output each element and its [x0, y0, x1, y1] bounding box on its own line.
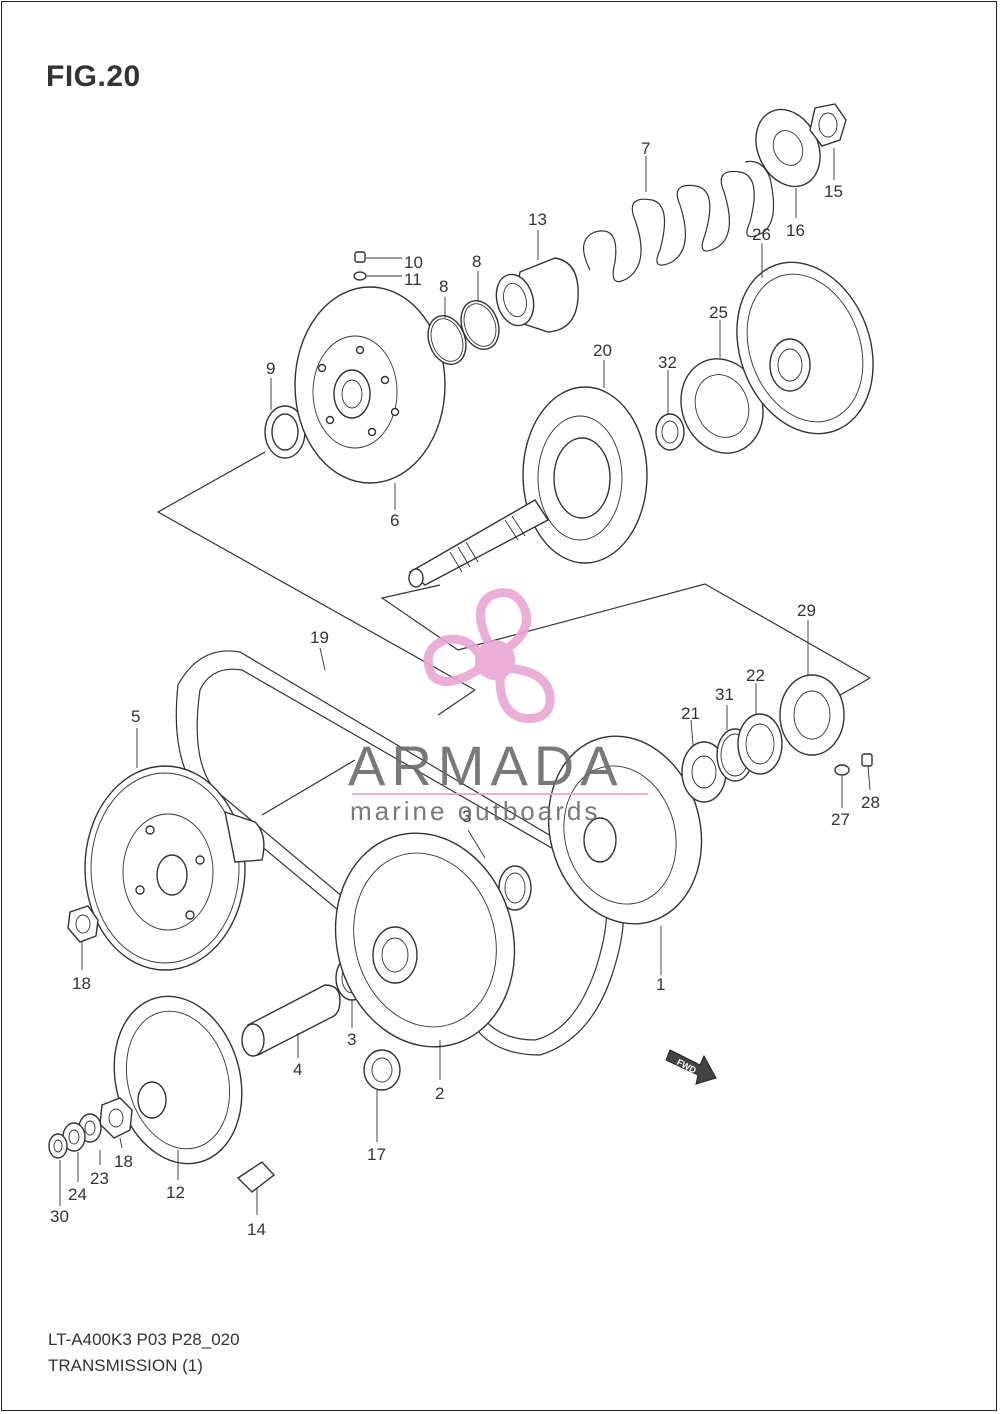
- part-guide-sleeve-13: [495, 257, 579, 333]
- callout-13: 13: [528, 210, 547, 229]
- callout-29: 29: [797, 601, 816, 620]
- part-bushing-32: [655, 413, 685, 451]
- part-fixed-driven-face-1: [547, 735, 703, 925]
- watermark-brand: ARMADA: [348, 734, 624, 797]
- part-nut-15: [809, 103, 847, 147]
- part-sleeve-4: [241, 984, 341, 1057]
- callout-17: 17: [367, 1145, 386, 1164]
- part-clutch-shoe-26: [736, 261, 874, 435]
- callout-16: 16: [786, 221, 805, 240]
- watermark-tagline: marine outboards: [350, 796, 600, 826]
- callout-4: 4: [293, 1060, 302, 1079]
- callout-23: 23: [90, 1169, 109, 1188]
- part-movable-driven-face-2: [334, 832, 516, 1048]
- callout-30: 30: [50, 1207, 69, 1226]
- callout-10: 10: [404, 253, 423, 272]
- part-one-way-clutch-25: [680, 358, 764, 454]
- figure-title: FIG.20: [46, 60, 141, 93]
- part-nut-18a: [67, 905, 99, 943]
- part-slide-piece-14: [236, 1161, 276, 1193]
- fwd-arrow-icon: FWD: [665, 1049, 717, 1085]
- leader-lines: [59, 148, 871, 1215]
- propeller-logo-icon: [423, 588, 555, 724]
- part-bolt-10: [354, 251, 402, 263]
- part-nut-30: [48, 1133, 68, 1159]
- callout-21: 21: [681, 704, 700, 723]
- part-bolt-28: [861, 753, 873, 767]
- callout-8a: 8: [439, 277, 448, 296]
- part-washer-27: [834, 764, 850, 776]
- callout-11: 11: [404, 270, 422, 289]
- armada-watermark: ARMADA marine outboards: [348, 588, 648, 826]
- callout-15: 15: [824, 182, 843, 201]
- callout-9: 9: [266, 359, 275, 378]
- callout-2: 2: [435, 1084, 444, 1103]
- callout-3b: 3: [347, 1030, 356, 1049]
- callout-3a: 3: [462, 807, 471, 826]
- callout-31: 31: [715, 685, 734, 704]
- drawing-code: LT-A400K3 P03 P28_020: [48, 1330, 240, 1349]
- part-washer-11: [353, 271, 402, 281]
- callout-1: 1: [656, 975, 665, 994]
- part-bearing-17: [363, 1049, 401, 1091]
- part-spring-7: [583, 160, 775, 283]
- callout-6: 6: [390, 511, 399, 530]
- assembly-guide-lines: [156, 451, 871, 816]
- callout-19: 19: [310, 628, 329, 647]
- callout-32: 32: [658, 353, 677, 372]
- part-movable-drive-face-5: [84, 765, 265, 971]
- part-oil-seal-3a: [498, 865, 532, 911]
- part-clutch-housing-20: [408, 386, 648, 588]
- callout-5: 5: [131, 707, 140, 726]
- callout-28: 28: [861, 793, 880, 812]
- callout-27: 27: [831, 810, 850, 829]
- callout-24: 24: [68, 1185, 87, 1204]
- part-oil-seal-22: [737, 713, 783, 775]
- callout-26: 26: [752, 225, 771, 244]
- callout-14: 14: [247, 1220, 266, 1239]
- part-o-ring-8b: [460, 300, 500, 350]
- callout-12: 12: [166, 1183, 185, 1202]
- callout-20: 20: [593, 341, 612, 360]
- drawing-subtitle: TRANSMISSION (1): [48, 1356, 203, 1375]
- callout-18a: 18: [72, 974, 91, 993]
- callout-22: 22: [746, 666, 765, 685]
- callout-18b: 18: [114, 1152, 133, 1171]
- callout-numbers: 1 2 3 3 4 5 6 7 8 8 9 10 11 12 13 14 15 …: [50, 139, 880, 1239]
- part-bearing-29: [779, 674, 845, 756]
- callout-25: 25: [709, 303, 728, 322]
- callout-8b: 8: [472, 252, 481, 271]
- part-fan-drive-face-12: [113, 995, 243, 1165]
- callout-7: 7: [641, 139, 650, 158]
- part-cover-plate-6: [294, 286, 446, 484]
